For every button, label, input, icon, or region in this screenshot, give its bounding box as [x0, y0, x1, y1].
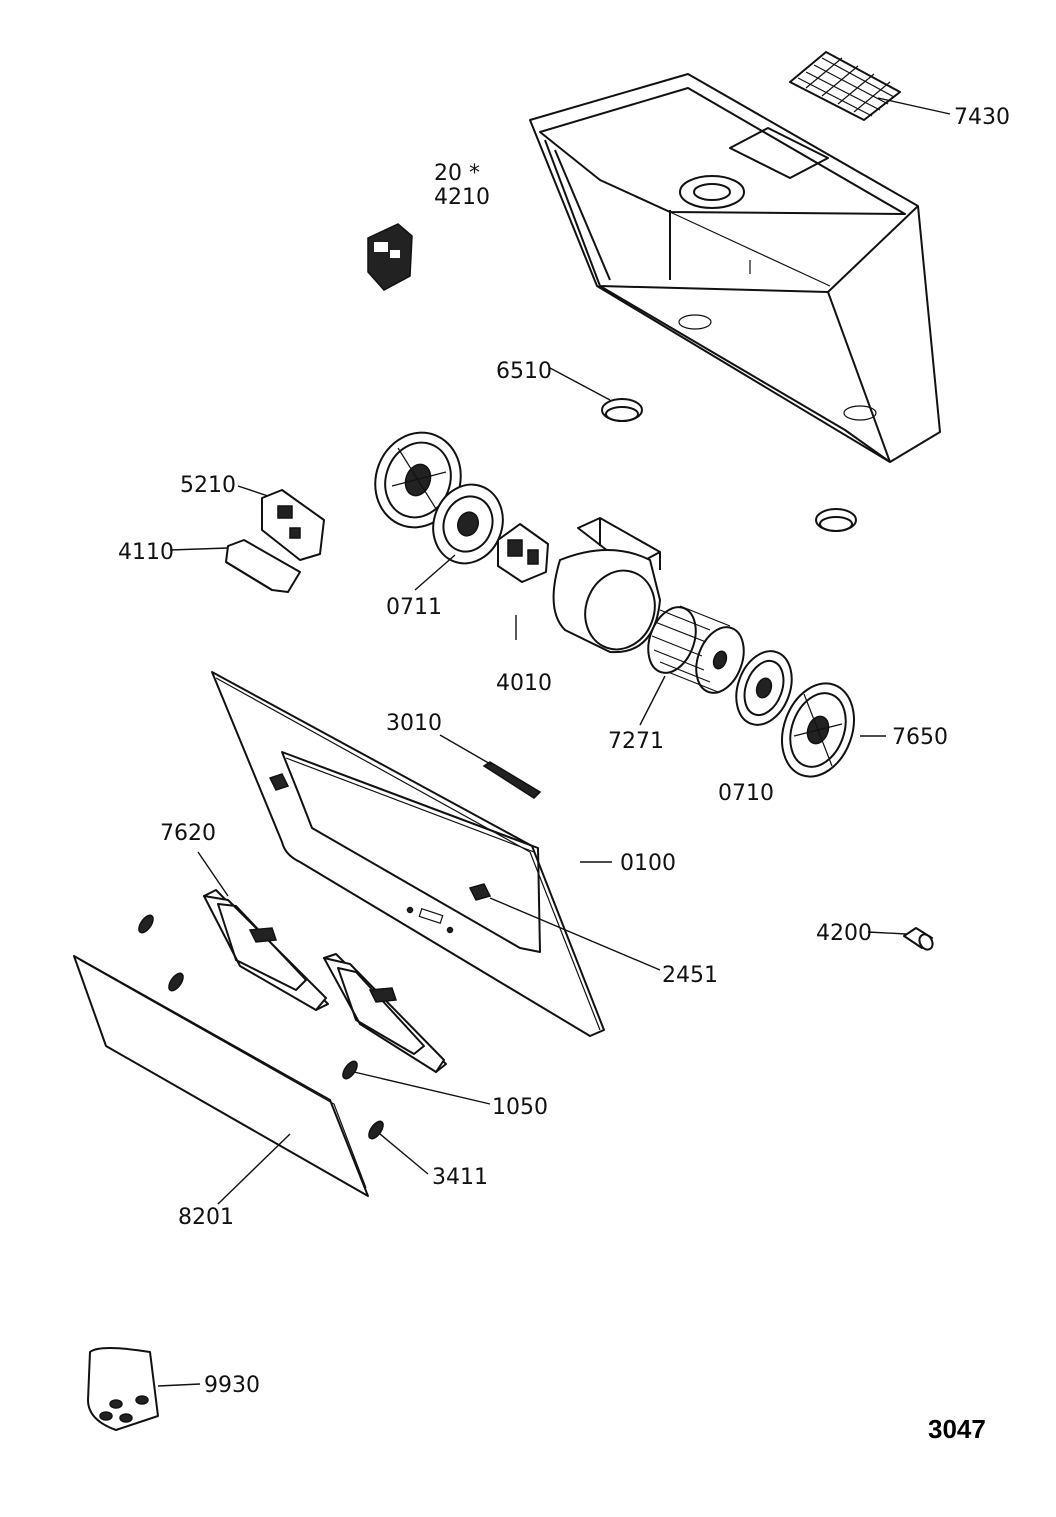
label-4200: 4200	[816, 921, 872, 946]
charcoal-filter	[789, 51, 901, 121]
diagram-id: 3047	[928, 1414, 986, 1444]
control-housing	[225, 539, 301, 593]
grease-filter-right	[323, 953, 447, 1073]
label-3010: 3010	[386, 711, 442, 736]
label-0711: 0711	[386, 595, 442, 620]
light-ring	[601, 398, 857, 532]
label-2451: 2451	[662, 963, 718, 988]
blower-housing	[552, 517, 661, 654]
label-7620: 7620	[160, 821, 216, 846]
motor	[497, 523, 549, 583]
lamp	[903, 927, 934, 951]
accessory-bag	[87, 1347, 159, 1431]
glass-panel	[73, 955, 369, 1197]
label-9930: 9930	[204, 1373, 260, 1398]
label-0100: 0100	[620, 851, 676, 876]
label-20-star: 20 *	[434, 161, 480, 186]
label-1050: 1050	[492, 1095, 548, 1120]
label-5210: 5210	[180, 473, 236, 498]
label-7430: 7430	[954, 105, 1010, 130]
leader-lines	[157, 97, 951, 1387]
light-strip	[482, 761, 542, 799]
part-labels: 7430 20 * 4210 6510 5210 4110 0711 4010 …	[118, 105, 1010, 1398]
label-7650: 7650	[892, 725, 948, 750]
label-6510: 6510	[496, 359, 552, 384]
electronic-board	[261, 489, 325, 561]
fan-grille-right	[781, 682, 855, 778]
label-4110: 4110	[118, 540, 174, 565]
label-4010: 4010	[496, 671, 552, 696]
front-panel	[211, 671, 605, 1037]
fan-plate-left	[432, 483, 504, 565]
switch-box	[367, 223, 413, 291]
label-7271: 7271	[608, 729, 664, 754]
fan-plate-right	[735, 650, 793, 726]
hood-body	[529, 73, 941, 463]
label-3411: 3411	[432, 1165, 488, 1190]
pins	[138, 914, 384, 1140]
impeller	[647, 605, 745, 694]
label-8201: 8201	[178, 1205, 234, 1230]
label-0710: 0710	[718, 781, 774, 806]
grease-filter-left	[203, 889, 329, 1011]
label-4210: 4210	[434, 185, 490, 210]
